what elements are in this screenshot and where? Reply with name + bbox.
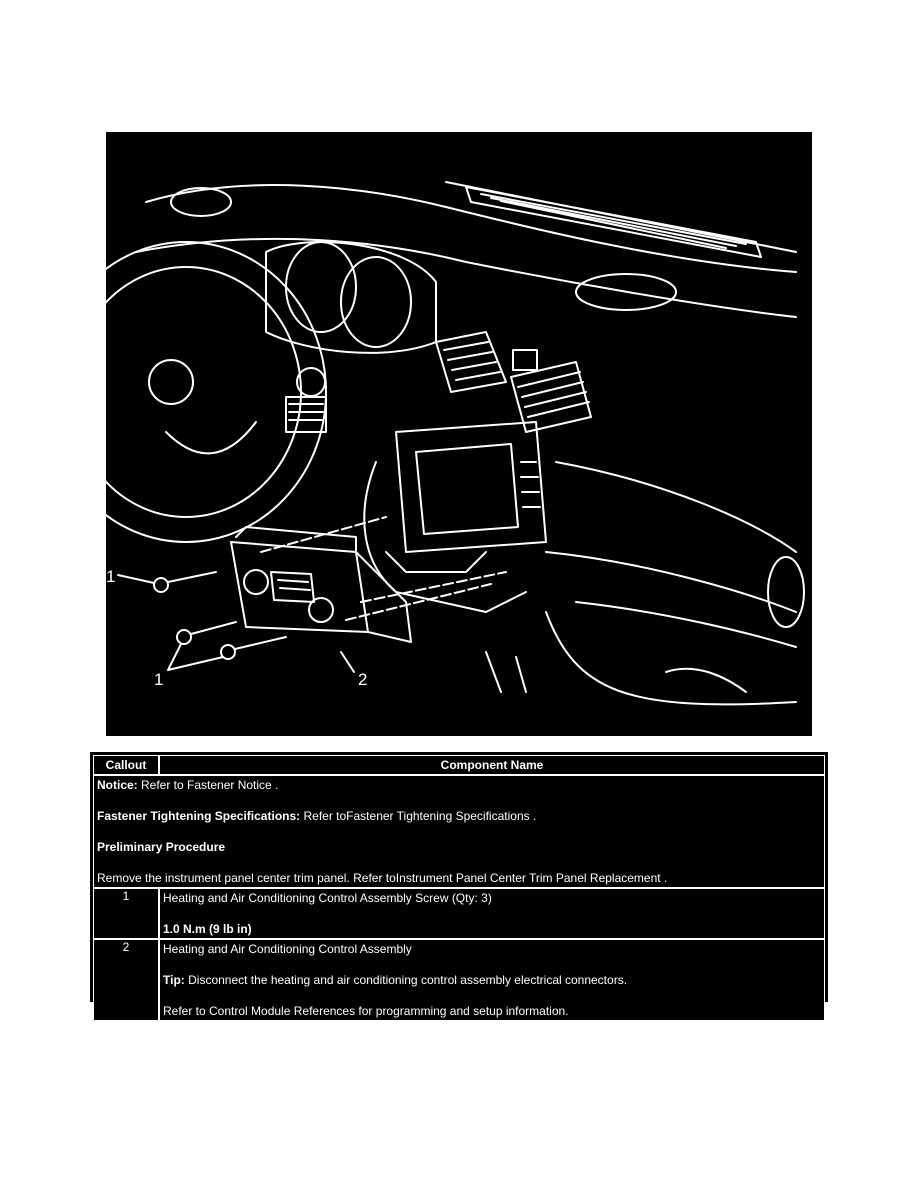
row-1-component: Heating and Air Conditioning Control Ass… [159, 888, 825, 939]
radio-bezel [395, 421, 547, 553]
callout-label-1b: 1 [154, 670, 163, 689]
row-2-reference: Refer to Control Module References for p… [163, 1004, 569, 1018]
callout-label-2: 2 [358, 670, 367, 689]
fastener-spec-text: Refer toFastener Tightening Specificatio… [300, 809, 537, 823]
navigation-screen [415, 443, 519, 535]
gauge-right [340, 256, 412, 348]
hvac-housing-side [355, 551, 412, 643]
glove-box-handle [575, 601, 797, 648]
table-row: 1 Heating and Air Conditioning Control A… [93, 888, 825, 939]
table-row: 2 Heating and Air Conditioning Control A… [93, 939, 825, 1021]
hvac-knob-right [308, 597, 334, 623]
preliminary-heading: Preliminary Procedure [94, 838, 824, 856]
row-1-torque-text: 1.0 N.m (9 lb in) [163, 922, 252, 936]
center-vent-left [435, 331, 507, 393]
header-component-name: Component Name [159, 755, 825, 775]
table-header-row: Callout Component Name [93, 755, 825, 775]
defroster-vent [465, 186, 762, 258]
right-side-vent [767, 556, 805, 628]
upper-storage-oval [575, 273, 677, 311]
steering-wheel-outer [106, 241, 327, 543]
leader-to-dash-lower [345, 583, 492, 621]
component-table-frame: Callout Component Name Notice: Refer to … [90, 752, 828, 1021]
illustration-drawing: 1 1 2 [106, 132, 812, 736]
column-trim [285, 396, 327, 433]
screw-icon-3 [220, 644, 236, 660]
row-2-tip: Tip: Disconnect the heating and air cond… [160, 971, 824, 989]
preliminary-text: Remove the instrument panel center trim … [97, 871, 668, 885]
dash-top-line [145, 184, 797, 273]
screw-icon-2 [176, 629, 192, 645]
preliminary-heading-text: Preliminary Procedure [97, 840, 226, 854]
floor-bracket [485, 651, 527, 693]
defroster-slats [480, 193, 747, 249]
screw-icon-1 [153, 577, 169, 593]
callout-1b-pointers [167, 643, 224, 671]
column-trim-slats [288, 403, 324, 421]
general-notes-cell: Notice: Refer to Fastener Notice . Faste… [93, 775, 825, 888]
glove-box-top [545, 551, 797, 613]
hvac-display-buttons [277, 579, 311, 591]
floor-contour [665, 667, 747, 693]
hvac-knob-left [243, 569, 269, 595]
notice-line: Notice: Refer to Fastener Notice . [94, 776, 824, 794]
notice-label: Notice: [97, 778, 138, 792]
steering-spoke [165, 421, 257, 455]
callout-label-1a: 1 [106, 567, 115, 586]
row-2-name: Heating and Air Conditioning Control Ass… [163, 942, 412, 956]
hazard-switch [512, 349, 538, 371]
row-1-name: Heating and Air Conditioning Control Ass… [163, 891, 492, 905]
ip-lower-right [545, 611, 797, 706]
left-vent [170, 187, 232, 217]
row-1-callout: 1 [93, 888, 159, 939]
leader-to-dash-left [260, 516, 387, 553]
console-pocket [385, 551, 487, 573]
row-2-component: Heating and Air Conditioning Control Ass… [159, 939, 825, 1021]
steering-hub [148, 359, 194, 405]
row-1-torque: 1.0 N.m (9 lb in) [160, 920, 824, 938]
callout-1a-pointer [117, 574, 155, 584]
screw-shaft-3 [234, 636, 287, 650]
center-vent-right [510, 361, 592, 433]
component-table: Callout Component Name Notice: Refer to … [93, 755, 825, 1021]
fastener-spec-label: Fastener Tightening Specifications: [97, 809, 301, 823]
header-callout: Callout [93, 755, 159, 775]
center-vent-left-slats [443, 341, 501, 381]
hvac-control-illustration: 1 1 2 [106, 132, 812, 736]
dash-mid-line [135, 237, 797, 318]
fastener-spec-line: Fastener Tightening Specifications: Refe… [94, 807, 824, 825]
notice-text: Refer to Fastener Notice . [137, 778, 279, 792]
screw-shaft-2 [190, 621, 237, 635]
leader-to-dash-right [360, 571, 507, 603]
radio-buttons [520, 461, 541, 508]
row-2-callout: 2 [93, 939, 159, 1021]
center-vent-right-slats [517, 371, 590, 418]
table-row-general: Notice: Refer to Fastener Notice . Faste… [93, 775, 825, 888]
row-2-tip-label: Tip: [163, 973, 185, 987]
row-2-tip-text: Disconnect the heating and air condition… [184, 973, 628, 987]
hvac-housing-top [235, 526, 357, 553]
screw-shaft-1 [167, 571, 217, 583]
ip-right-upper [555, 461, 797, 553]
hvac-display [270, 571, 315, 603]
callout-2-pointer [340, 651, 355, 673]
